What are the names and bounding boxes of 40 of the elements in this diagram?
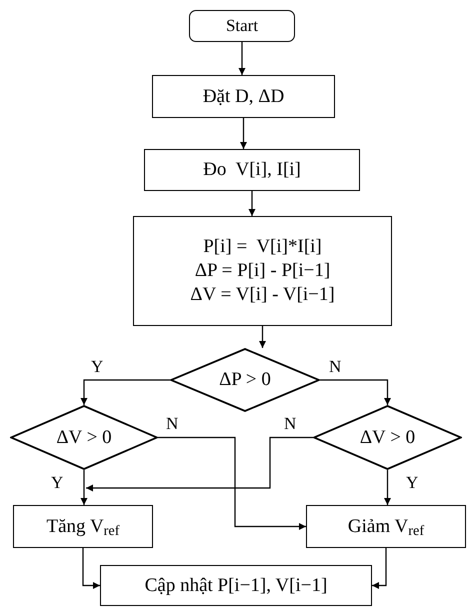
- node-text: ΔV > 0: [360, 426, 416, 450]
- arrow: [158, 436, 306, 530]
- decision-diamond: [170, 348, 320, 412]
- start-terminal: [189, 10, 295, 42]
- edge-label: N: [283, 415, 298, 432]
- decision-diamond: [313, 405, 462, 470]
- node-text: ΔV > 0: [56, 426, 112, 450]
- node-text: ΔP = P[i] - P[i−1]: [194, 259, 330, 283]
- process-box: [133, 216, 392, 326]
- node-text: ΔV = V[i] - V[i−1]: [190, 282, 335, 307]
- edge-label: N: [165, 415, 180, 432]
- process-box: [144, 149, 360, 191]
- process-box: [100, 565, 372, 606]
- process-box: [13, 505, 153, 548]
- node-text: Cập nhật P[i−1], V[i−1]: [144, 574, 328, 598]
- edge-label: N: [328, 358, 342, 375]
- arrow: [86, 436, 313, 492]
- process-box: [306, 505, 466, 548]
- arrow: [80, 379, 170, 405]
- node-text: ΔP > 0: [219, 368, 271, 392]
- process-box: [152, 75, 335, 118]
- arrow: [320, 379, 391, 405]
- node-text: Giảm V$_{ref}$: [348, 514, 424, 538]
- edge-label: Y: [405, 474, 420, 491]
- arrow: [238, 42, 246, 75]
- arrow: [82, 548, 100, 589]
- node-text: Đặt D, ΔD: [202, 84, 284, 108]
- arrow: [259, 326, 266, 348]
- node-text: Tăng V$_{ref}$: [46, 514, 120, 538]
- edge-label: Y: [50, 474, 64, 491]
- arrow: [80, 470, 88, 505]
- node-text: Start: [226, 15, 258, 37]
- decision-diamond: [10, 405, 158, 470]
- node-text: P[i] = V[i]*I[i]: [203, 235, 322, 260]
- node-text: Đo V[i], I[i]: [203, 158, 301, 182]
- arrow: [240, 118, 247, 149]
- edge-label: Y: [90, 358, 104, 375]
- arrow: [384, 470, 391, 505]
- arrow: [248, 191, 256, 216]
- arrow: [372, 548, 387, 589]
